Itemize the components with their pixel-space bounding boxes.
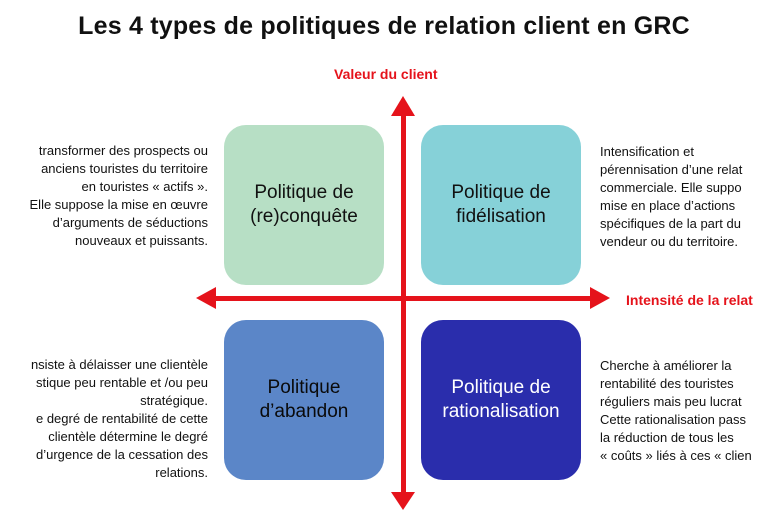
quadrant-fidelisation: Politique de fidélisation	[421, 125, 581, 285]
quadrant-rationalisation: Politique de rationalisation	[421, 320, 581, 480]
description-fidelisation: Intensification et pérennisation d’une r…	[600, 144, 743, 249]
x-axis-arrowhead-left-icon	[196, 287, 216, 309]
quadrant-abandon: Politique d’abandon	[224, 320, 384, 480]
description-rationalisation: Cherche à améliorer la rentabilité des t…	[600, 358, 752, 463]
x-axis-label: Intensité de la relat	[626, 292, 753, 308]
y-axis-label: Valeur du client	[334, 66, 438, 82]
diagram-title: Les 4 types de politiques de relation cl…	[78, 12, 690, 40]
quadrant-reconquete: Politique de (re)conquête	[224, 125, 384, 285]
description-abandon: nsiste à délaisser une clientèle stique …	[30, 357, 208, 480]
x-axis-line	[210, 296, 596, 301]
y-axis-arrowhead-up-icon	[391, 96, 415, 116]
description-reconquete: transformer des prospects ou anciens tou…	[29, 143, 208, 248]
y-axis-line	[401, 112, 406, 498]
x-axis-arrowhead-right-icon	[590, 287, 610, 309]
y-axis-arrowhead-down-icon	[391, 492, 415, 510]
